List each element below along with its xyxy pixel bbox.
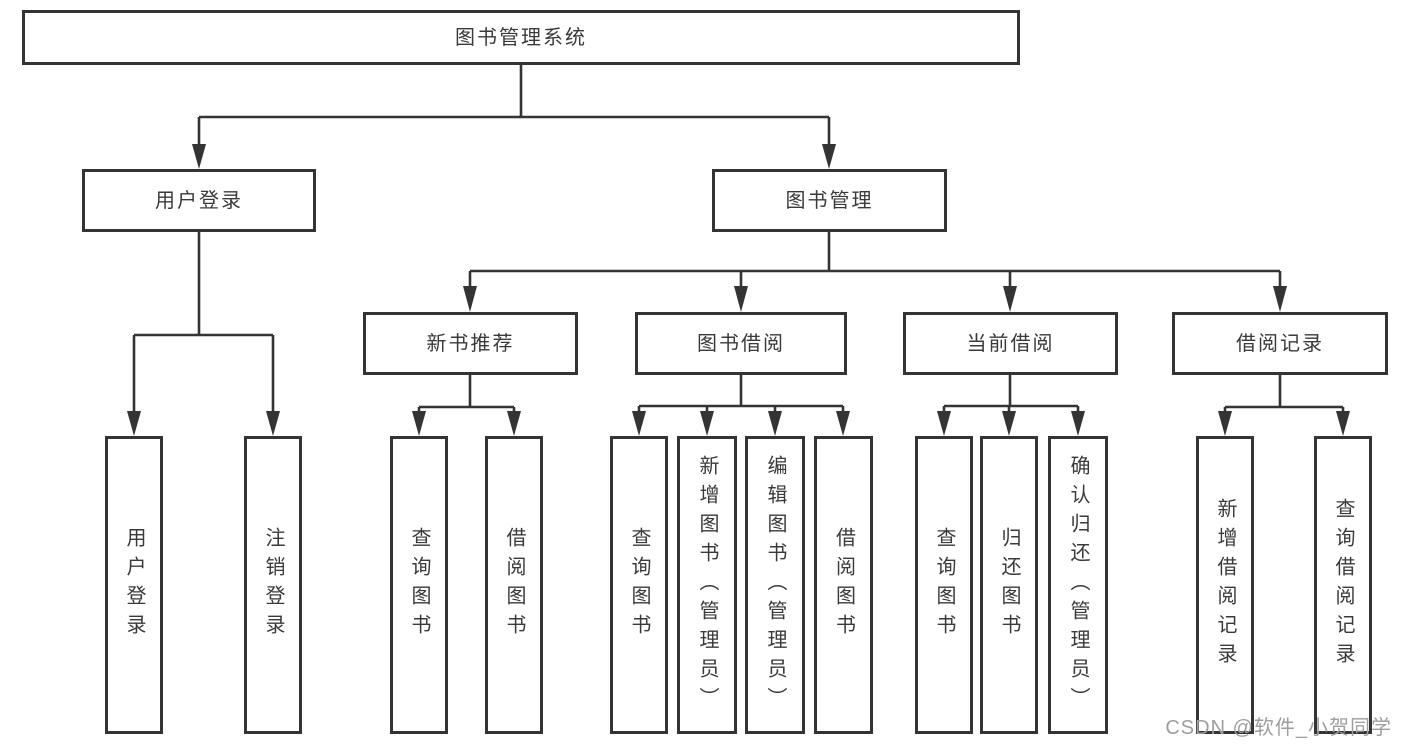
arrow-down-icon	[412, 411, 426, 436]
node-borrow-records: 借阅记录	[1172, 312, 1388, 375]
leaf-cb-query-book: 查询图书	[915, 436, 973, 734]
arrow-down-icon	[507, 411, 521, 436]
arrow-down-icon	[768, 411, 782, 436]
leaf-bb-add-book-admin: 新增图书（管理员）	[677, 436, 737, 734]
edge-bookborrow-to-leaves	[637, 375, 845, 412]
arrow-down-icon	[700, 411, 714, 436]
arrow-down-icon	[1002, 411, 1016, 436]
arrow-down-icon	[836, 411, 850, 436]
edge-newbookrec-to-leaves	[417, 375, 516, 412]
node-library-system: 图书管理系统	[22, 10, 1020, 65]
leaf-bb-query-book: 查询图书	[610, 436, 668, 734]
arrow-down-icon	[1003, 286, 1017, 312]
arrowheads	[127, 144, 1350, 436]
node-new-book-recommend: 新书推荐	[363, 312, 578, 375]
leaf-br-query-record: 查询借阅记录	[1314, 436, 1372, 734]
arrow-down-icon	[127, 411, 141, 436]
arrow-down-icon	[937, 411, 951, 436]
arrow-down-icon	[1218, 411, 1232, 436]
leaf-br-add-record: 新增借阅记录	[1196, 436, 1254, 734]
arrow-down-icon	[266, 411, 280, 436]
leaf-rec-borrow-book: 借阅图书	[485, 436, 543, 734]
arrow-down-icon	[192, 144, 206, 169]
leaf-rec-query-book: 查询图书	[390, 436, 448, 734]
edge-currentborrow-to-leaves	[942, 375, 1080, 412]
leaf-cb-return-book: 归还图书	[980, 436, 1038, 734]
leaf-bb-borrow-book: 借阅图书	[814, 436, 873, 734]
node-current-borrow: 当前借阅	[903, 312, 1118, 375]
arrow-down-icon	[734, 286, 748, 312]
edge-root-to-level2	[197, 65, 831, 146]
watermark-text: CSDN @软件_小贺同学	[1165, 717, 1392, 739]
arrow-down-icon	[1336, 411, 1350, 436]
edge-userlogin-to-leaves	[132, 232, 275, 412]
arrow-down-icon	[822, 144, 836, 169]
node-user-login: 用户登录	[82, 169, 316, 232]
leaf-logout-login: 注销登录	[244, 436, 302, 734]
node-book-borrow: 图书借阅	[635, 312, 847, 375]
arrow-down-icon	[463, 286, 477, 312]
leaf-bb-edit-book-admin: 编辑图书（管理员）	[745, 436, 805, 734]
arrow-down-icon	[1071, 411, 1085, 436]
edge-borrowrecord-to-leaves	[1223, 375, 1345, 412]
node-book-management: 图书管理	[712, 169, 947, 232]
edge-bookmgmt-to-level3	[468, 232, 1282, 287]
leaf-cb-confirm-return-admin: 确认归还（管理员）	[1048, 436, 1108, 734]
arrow-down-icon	[632, 411, 646, 436]
arrow-down-icon	[1273, 286, 1287, 312]
leaf-user-login: 用户登录	[105, 436, 163, 734]
